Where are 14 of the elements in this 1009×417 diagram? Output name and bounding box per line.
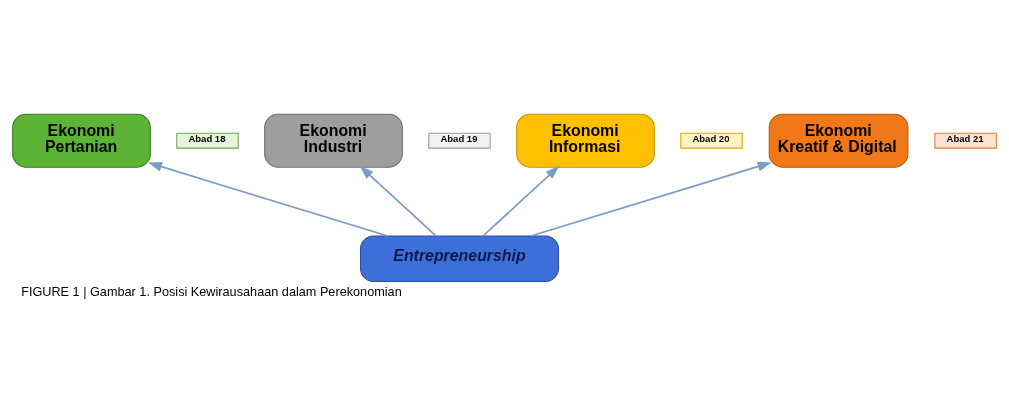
arrow <box>359 165 437 237</box>
node-box: Abad 20 <box>680 132 743 149</box>
arrow <box>529 161 772 237</box>
node-box: Abad 19 <box>428 132 491 149</box>
node-box: Abad 21 <box>934 132 997 149</box>
node-box: Abad 18 <box>176 132 239 149</box>
arrow <box>148 161 389 237</box>
node-box: Ekonomi Informasi <box>516 113 655 168</box>
caption: FIGURE 1 | Gambar 1. Posisi Kewirausahaan dalam Perekonomian <box>21 284 402 299</box>
node-box: Ekonomi Pertanian <box>12 113 151 168</box>
node-box: Ekonomi Kreatif & Digital <box>768 113 909 168</box>
node-box: Ekonomi Industri <box>264 113 403 168</box>
arrow <box>482 165 560 237</box>
node-box: Entrepreneurship <box>359 234 560 282</box>
